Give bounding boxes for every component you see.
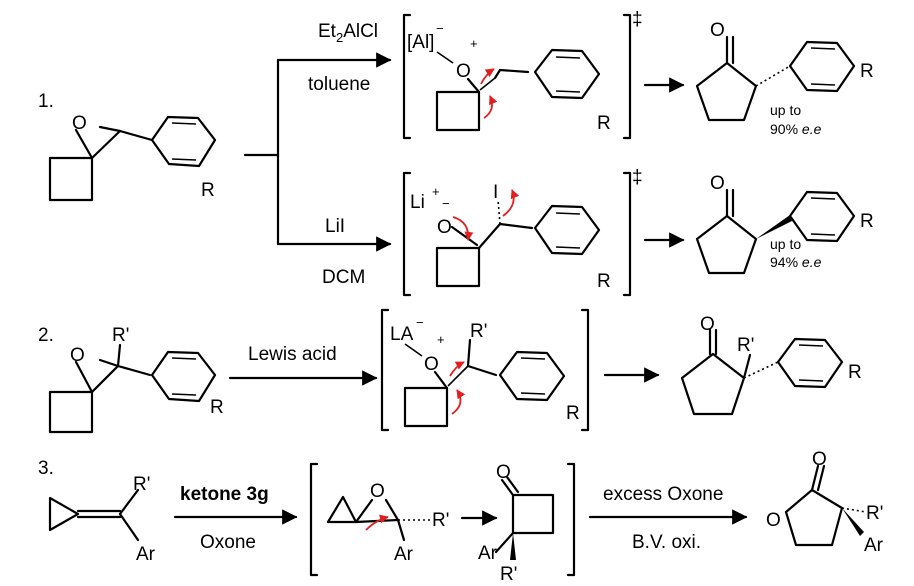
- svg-text:R: R: [860, 211, 874, 232]
- row1-upper-reagent: Et2AlCl: [318, 21, 378, 45]
- ee-note-2: 90% e.e: [770, 121, 822, 137]
- svg-text:R': R': [432, 510, 449, 531]
- row1-upper-solvent: toluene: [308, 74, 370, 95]
- svg-text:O: O: [812, 449, 827, 470]
- row2-product: O R' R: [680, 314, 862, 416]
- svg-text:O: O: [700, 314, 715, 335]
- svg-text:LA: LA: [390, 324, 414, 345]
- svg-text:R': R': [737, 335, 754, 356]
- svg-text:Ar: Ar: [864, 535, 884, 556]
- lewis-acid-group: [Al]: [407, 32, 434, 53]
- svg-text:O: O: [437, 217, 452, 238]
- svg-text:O: O: [424, 354, 439, 375]
- svg-text:O: O: [710, 173, 725, 194]
- svg-text:O: O: [456, 61, 471, 82]
- row3-starting-material: R' Ar: [48, 474, 156, 565]
- atom-R: R: [201, 180, 215, 201]
- svg-text:R: R: [210, 397, 224, 418]
- row1-number: 1.: [38, 91, 54, 112]
- svg-text:−: −: [436, 21, 444, 36]
- row2-starting-material: O R' R: [48, 325, 224, 434]
- ee-note-1: up to: [770, 102, 801, 118]
- svg-text:R': R': [133, 474, 150, 495]
- svg-text:O: O: [70, 345, 85, 366]
- svg-text:+: +: [432, 184, 440, 199]
- row2-number: 2.: [38, 325, 54, 346]
- svg-text:‡: ‡: [632, 167, 643, 188]
- svg-text:R': R': [500, 564, 517, 585]
- row2-reagent: Lewis acid: [248, 344, 337, 365]
- svg-text:O: O: [496, 462, 511, 483]
- svg-text:94% e.e: 94% e.e: [770, 254, 822, 270]
- row1-branch-arrows: [243, 52, 392, 252]
- row3-reagent2-below: B.V. oxi.: [632, 532, 701, 553]
- atom-oxygen: O: [72, 113, 87, 134]
- row1-upper-transition-state: [Al] − + O R ‡: [402, 9, 643, 140]
- svg-text:I: I: [493, 182, 498, 203]
- row1-lower-product: O R up to 94% e.e: [695, 173, 874, 275]
- row3-reagent: ketone 3g: [180, 484, 269, 505]
- svg-text:R: R: [597, 113, 611, 134]
- row1-starting-material: O R: [48, 113, 217, 202]
- svg-text:R: R: [597, 271, 611, 292]
- svg-text:Ar: Ar: [394, 544, 414, 565]
- svg-text:R: R: [566, 403, 580, 424]
- svg-text:R: R: [860, 61, 874, 82]
- svg-text:R': R': [112, 325, 129, 346]
- ts-dagger: ‡: [632, 9, 643, 30]
- svg-text:up to: up to: [770, 236, 801, 252]
- svg-text:R': R': [470, 321, 487, 342]
- svg-text:R': R': [866, 503, 883, 524]
- svg-text:−: −: [416, 315, 424, 330]
- row1-upper-product: O R up to 90% e.e: [695, 20, 874, 137]
- row3-number: 3.: [38, 458, 54, 479]
- svg-text:−: −: [442, 196, 450, 211]
- svg-text:R: R: [848, 362, 862, 383]
- row1-lower-transition-state: Li + − O I R ‡: [402, 167, 643, 297]
- svg-text:+: +: [470, 36, 478, 51]
- row3-product-lactone: O O R' Ar: [766, 449, 884, 556]
- svg-text:Ar: Ar: [136, 544, 156, 565]
- row1-lower-reagent: LiI: [325, 216, 345, 237]
- svg-text:Ar: Ar: [478, 543, 498, 564]
- row3-intermediates: O R' Ar O Ar R': [309, 462, 576, 585]
- svg-text:O: O: [370, 481, 385, 502]
- svg-text:+: +: [437, 332, 445, 347]
- row3-reagent-below: Oxone: [200, 532, 256, 553]
- svg-text:O: O: [766, 510, 781, 531]
- svg-text:Li: Li: [410, 192, 425, 213]
- svg-text:O: O: [710, 20, 725, 41]
- row2-transition-state: LA − + O R' R: [380, 308, 590, 432]
- row1-lower-solvent: DCM: [322, 267, 365, 288]
- row3-reagent2: excess Oxone: [603, 484, 723, 505]
